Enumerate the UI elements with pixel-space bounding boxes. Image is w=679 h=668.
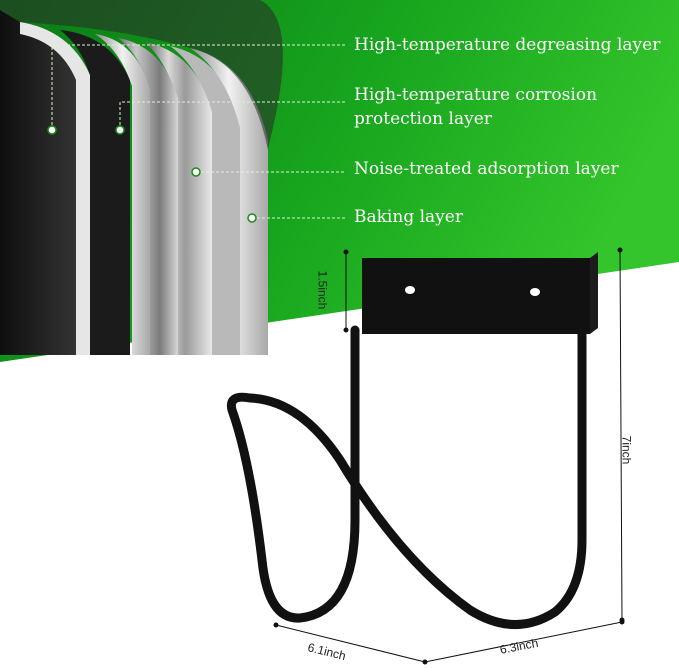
layer-cross-section <box>0 0 283 355</box>
dimension-total-height: 7inch <box>619 435 634 465</box>
layer-label-corrosion-protection: High-temperature corrosion protection la… <box>354 85 598 129</box>
dimension-plate-height: 1.5inch <box>315 270 330 310</box>
callout-lines <box>51 44 345 219</box>
dimension-lines <box>273 247 625 665</box>
layer-label-adsorption: Noise-treated adsorption layer <box>354 159 619 179</box>
hose-hanger <box>226 252 598 629</box>
callout-dots <box>47 125 257 223</box>
layer-label-baking: Baking layer <box>354 207 463 227</box>
layer-label-degreasing: High-temperature degreasing layer <box>354 35 661 55</box>
